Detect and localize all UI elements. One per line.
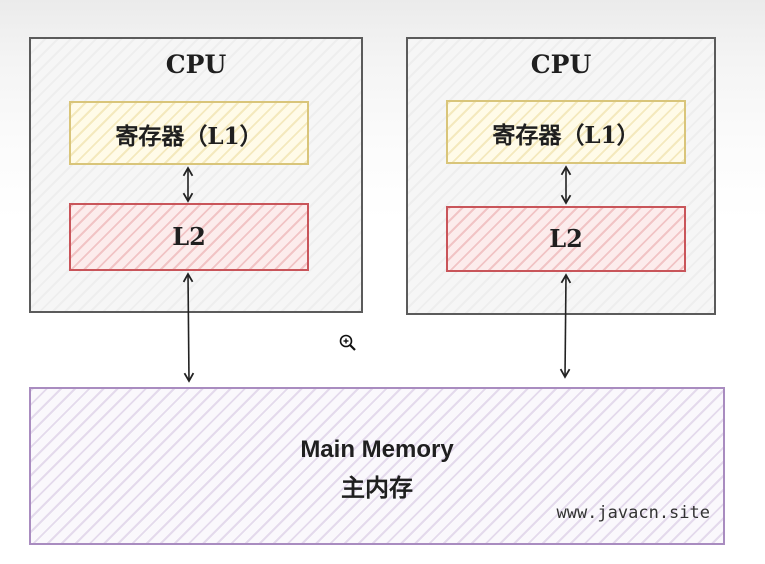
watermark-text: www.javacn.site [556, 503, 710, 523]
zoom-in-icon [339, 334, 356, 351]
l2-cache-box-2 [446, 206, 686, 272]
arrow-l2-memory-cpu2 [559, 273, 572, 379]
register-l1-box-2 [446, 100, 686, 164]
cpu-1-title: CPU [165, 50, 227, 79]
arrow-l2-memory-cpu1 [182, 272, 195, 383]
l2-cache-box-1 [69, 203, 309, 271]
register-l1-label-1: 寄存器（L1） [115, 123, 263, 150]
main-memory-title-en: Main Memory [300, 436, 454, 463]
register-l1-label-2: 寄存器（L1） [492, 122, 640, 149]
cpu-2-title: CPU [530, 50, 592, 79]
l2-cache-label-1: L2 [172, 222, 206, 251]
main-memory-title-zh: 主内存 [341, 475, 413, 502]
register-l1-box-1 [69, 101, 309, 165]
l2-cache-label-2: L2 [549, 224, 583, 253]
main-memory-box [29, 387, 725, 545]
